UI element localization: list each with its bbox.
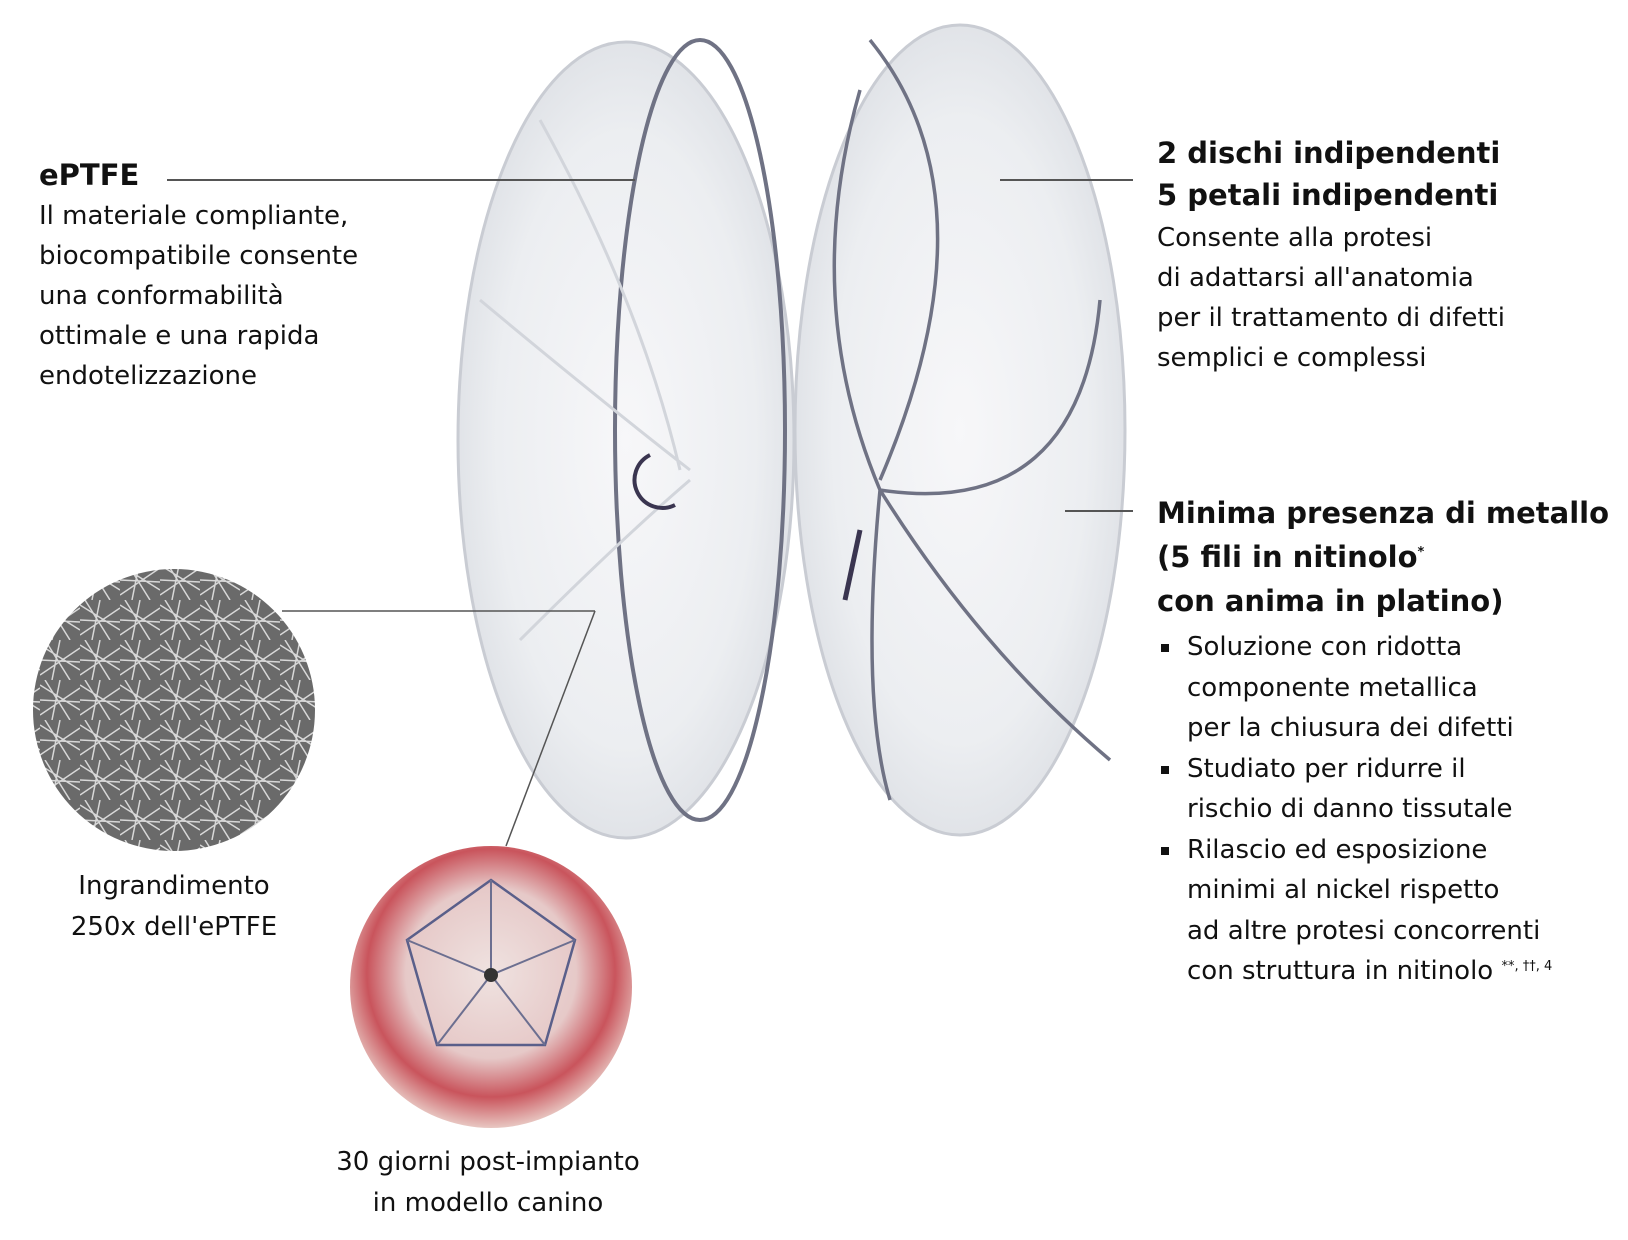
petals-title: 5 petali indipendenti (1157, 178, 1499, 212)
discs-leader-line (1000, 179, 1133, 181)
text-line: semplici e complessi (1157, 343, 1427, 373)
discs-title: 2 dischi indipendenti (1157, 136, 1501, 170)
bullet-item: Studiato per ridurre il rischio di danno… (1157, 749, 1609, 830)
sem-caption: Ingrandimento 250x dell'ePTFE (0, 866, 374, 948)
footnote-marker: **, ††, 4 (1501, 959, 1553, 974)
implant-caption: 30 giorni post-impianto in modello canin… (288, 1142, 688, 1224)
footnote-marker: * (1417, 545, 1425, 560)
metal-title: Minima presenza di metallo (1157, 496, 1610, 530)
text-line: minimi al nickel rispetto (1187, 875, 1500, 905)
left-disc (456, 38, 796, 840)
metal-callout: Minima presenza di metallo (5 fili in ni… (1157, 491, 1609, 992)
text-line: componente metallica (1187, 672, 1478, 703)
text-line: con struttura in nitinolo **, ††, 4 (1187, 951, 1609, 992)
text-line: ottimale e una rapida (39, 321, 320, 351)
eptfe-title: ePTFE (39, 158, 140, 192)
discs-callout: 2 dischi indipendenti 5 petali indipende… (1157, 132, 1505, 378)
bullet-item: Rilascio ed esposizione minimi al nickel… (1157, 830, 1609, 992)
metal-title-line3: con anima in platino) (1157, 584, 1504, 618)
metal-title-line2: (5 fili in nitinolo* (1157, 535, 1609, 579)
text-line: 30 giorni post-impianto (336, 1147, 640, 1177)
text-line: Il materiale compliante, (39, 201, 349, 231)
text-line: rischio di danno tissutale (1187, 794, 1513, 824)
eptfe-callout: ePTFE Il materiale compliante, biocompat… (39, 154, 358, 396)
text-line: Studiato per ridurre il (1187, 753, 1466, 784)
text: (5 fili in nitinolo (1157, 540, 1418, 574)
text-line: per la chiusura dei difetti (1187, 713, 1514, 743)
text-line: biocompatibile consente (39, 241, 359, 271)
text-line: in modello canino (372, 1188, 604, 1218)
text-line: Consente alla protesi (1157, 223, 1433, 253)
eptfe-leader-line (167, 179, 635, 181)
text-line: 250x dell'ePTFE (70, 912, 278, 942)
right-disc (793, 23, 1127, 837)
eptfe-description: Il materiale compliante, biocompatibile … (39, 196, 358, 396)
bullet-item: Soluzione con ridotta componente metalli… (1157, 627, 1609, 749)
text-line: Ingrandimento (78, 871, 270, 901)
metal-leader-line (1065, 510, 1133, 512)
text-line: Soluzione con ridotta (1187, 632, 1463, 662)
text-line: endotelizzazione (39, 361, 258, 391)
text-line: Rilascio ed esposizione (1187, 834, 1488, 865)
text-line: per il trattamento di difetti (1157, 303, 1505, 333)
text-line: di adattarsi all'anatomia (1157, 263, 1474, 293)
text: con struttura in nitinolo (1187, 956, 1494, 986)
text-line: una conformabilità (39, 281, 284, 311)
text-line: ad altre protesi concorrenti (1187, 915, 1541, 946)
metal-bullets: Soluzione con ridotta componente metalli… (1157, 627, 1609, 992)
